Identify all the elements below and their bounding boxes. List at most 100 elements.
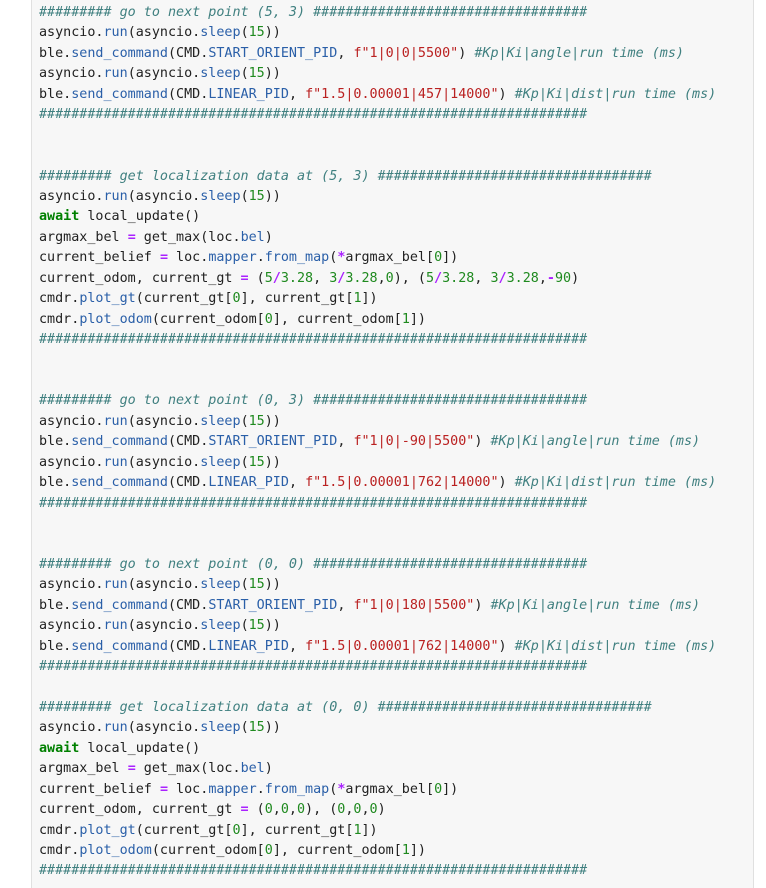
- code-token-attr: from_map: [264, 781, 330, 797]
- code-token-plain: current_belief: [39, 250, 160, 266]
- code-token-comment: ######### go to next point (0, 0) ######…: [39, 556, 588, 572]
- code-token-num: 1: [353, 291, 362, 307]
- code-token-str: f"1.5|0.00001|457|14000": [305, 86, 499, 102]
- code-token-plain: ]): [361, 291, 378, 307]
- code-token-attr: send_command: [71, 638, 168, 654]
- code-token-attr: sleep: [200, 618, 241, 634]
- code-token-plain: asyncio.: [39, 188, 104, 204]
- code-token-num: 1: [353, 822, 362, 838]
- code-token-plain: cmdr.: [39, 291, 80, 307]
- code-token-attr: mapper: [208, 781, 257, 797]
- code-line: current_odom, current_gt = (5/3.28, 3/3.…: [39, 269, 716, 289]
- code-token-attr: run: [103, 577, 128, 593]
- code-line: asyncio.run(asyncio.sleep(15)): [39, 187, 716, 207]
- code-token-plain: (current_odom[: [151, 842, 265, 858]
- code-line: ble.send_command(CMD.LINEAR_PID, f"1.5|0…: [39, 473, 716, 493]
- code-token-plain: asyncio.: [39, 66, 104, 82]
- code-line: cmdr.plot_odom(current_odom[0], current_…: [39, 841, 716, 861]
- code-token-attr: START_ORIENT_PID: [208, 597, 338, 613]
- code-token-plain: (: [240, 454, 249, 470]
- code-token-plain: )): [264, 454, 281, 470]
- code-token-plain: cmdr.: [39, 822, 80, 838]
- code-token-plain: asyncio.: [39, 454, 104, 470]
- code-token-comment: ########################################…: [39, 659, 588, 674]
- code-token-num: 15: [248, 188, 265, 204]
- code-line: [39, 514, 716, 534]
- code-line: ########################################…: [39, 494, 716, 514]
- code-token-plain: )): [264, 720, 281, 736]
- code-editor[interactable]: ######### go to next point (5, 3) ######…: [39, 3, 716, 882]
- code-line: cmdr.plot_gt(current_gt[0], current_gt[1…: [39, 821, 716, 841]
- code-line: [39, 350, 716, 370]
- code-token-op: =: [240, 802, 249, 818]
- code-token-plain: ): [571, 270, 580, 286]
- code-line: ########################################…: [39, 657, 716, 677]
- code-token-plain: current_odom, current_gt: [39, 802, 241, 818]
- code-token-plain: .: [256, 781, 265, 797]
- code-token-attr: mapper: [208, 250, 257, 266]
- code-line: ######### go to next point (0, 3) ######…: [39, 391, 716, 411]
- code-token-num: 15: [248, 66, 265, 82]
- code-token-attr: send_command: [71, 475, 168, 491]
- code-token-plain: ,: [538, 270, 547, 286]
- code-token-plain: (CMD.: [168, 434, 209, 450]
- code-token-num: 0: [280, 802, 289, 818]
- code-token-attr: run: [103, 188, 128, 204]
- code-token-attr: LINEAR_PID: [208, 86, 289, 102]
- code-cell[interactable]: [31, 0, 754, 888]
- code-token-num: 0: [353, 802, 362, 818]
- code-token-attr: sleep: [200, 188, 241, 204]
- code-token-attr: sleep: [200, 25, 241, 41]
- code-token-plain: ), (: [305, 802, 338, 818]
- code-token-plain: ble.: [39, 86, 72, 102]
- code-token-num: 1: [401, 311, 410, 327]
- code-token-attr: plot_odom: [79, 311, 152, 327]
- code-token-op: /: [434, 270, 443, 286]
- code-token-plain: (CMD.: [168, 45, 209, 61]
- code-token-plain: (: [240, 618, 249, 634]
- code-token-num: 0: [296, 802, 306, 818]
- code-token-plain: ]): [442, 781, 459, 797]
- code-token-comment: #Kp|Ki|dist|run time (ms): [514, 638, 717, 654]
- code-line: ble.send_command(CMD.START_ORIENT_PID, f…: [39, 432, 716, 452]
- code-token-plain: ): [458, 45, 475, 61]
- code-token-plain: ): [264, 761, 273, 777]
- code-token-plain: )): [264, 188, 281, 204]
- code-token-plain: ,: [272, 802, 281, 818]
- code-token-comment: #Kp|Ki|dist|run time (ms): [514, 86, 717, 102]
- code-token-plain: )): [264, 25, 281, 41]
- code-token-plain: ,: [313, 270, 330, 286]
- code-token-num: 15: [248, 454, 265, 470]
- code-token-attr: send_command: [71, 86, 168, 102]
- code-token-num: 5: [425, 270, 435, 286]
- code-token-plain: (: [240, 577, 249, 593]
- code-token-plain: current_belief: [39, 781, 160, 797]
- code-token-plain: ], current_odom[: [272, 842, 402, 858]
- code-token-comment: ########################################…: [39, 107, 588, 123]
- code-line: current_odom, current_gt = (0,0,0), (0,0…: [39, 800, 716, 820]
- code-line: ble.send_command(CMD.START_ORIENT_PID, f…: [39, 44, 716, 64]
- code-token-kw: await: [39, 740, 80, 756]
- code-token-attr: sleep: [200, 720, 241, 736]
- code-token-num: 0: [369, 802, 378, 818]
- code-token-op: /: [498, 270, 507, 286]
- code-token-str: f"1.5|0.00001|762|14000": [305, 638, 499, 654]
- code-token-plain: ]): [409, 842, 426, 858]
- code-token-plain: )): [264, 618, 281, 634]
- code-token-plain: argmax_bel[: [345, 781, 435, 797]
- code-token-num: 0: [434, 781, 443, 797]
- code-token-plain: ): [498, 475, 515, 491]
- code-token-num: 3.28: [442, 270, 475, 286]
- code-line: ########################################…: [39, 330, 716, 350]
- code-token-plain: ]): [361, 822, 378, 838]
- code-token-attr: send_command: [71, 434, 168, 450]
- code-token-plain: (current_gt[: [135, 291, 233, 307]
- code-token-plain: ,: [337, 597, 354, 613]
- code-token-attr: bel: [240, 229, 265, 245]
- code-token-op: /: [337, 270, 346, 286]
- code-token-plain: ): [498, 638, 515, 654]
- code-token-plain: (: [329, 781, 338, 797]
- code-token-comment: ########################################…: [39, 863, 588, 879]
- code-token-op: =: [240, 270, 249, 286]
- code-token-plain: ], current_odom[: [272, 311, 402, 327]
